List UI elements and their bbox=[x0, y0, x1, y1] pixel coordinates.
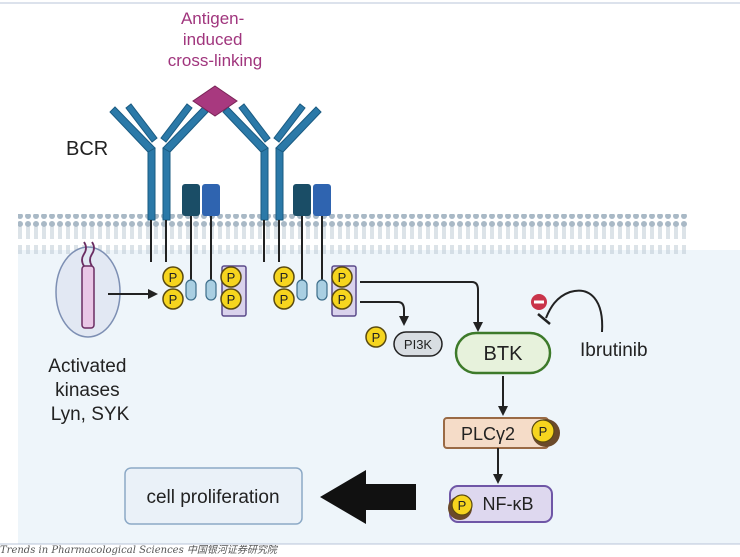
plcg2-phospho: P bbox=[539, 424, 548, 439]
phospho-8: P bbox=[331, 288, 353, 310]
ibrutinib-label: Ibrutinib bbox=[580, 340, 648, 361]
phospho-7: P bbox=[331, 266, 353, 288]
phospho-1: P bbox=[162, 266, 184, 288]
svg-text:P: P bbox=[227, 292, 236, 307]
activated-kinases-line-1: Activated bbox=[48, 356, 126, 377]
svg-text:P: P bbox=[169, 270, 178, 285]
phospho-4: P bbox=[220, 288, 242, 310]
bcr-receptor-right bbox=[222, 103, 322, 221]
svg-text:P: P bbox=[227, 270, 236, 285]
plcg2-node: PLCγ2 P bbox=[443, 417, 560, 449]
plasma-membrane bbox=[18, 214, 688, 254]
antigen bbox=[192, 85, 238, 117]
phospho-2: P bbox=[162, 288, 184, 310]
svg-text:P: P bbox=[338, 270, 347, 285]
phospho-6: P bbox=[273, 288, 295, 310]
bcr-label: BCR bbox=[66, 138, 108, 160]
itam-segments bbox=[185, 279, 328, 301]
activated-kinases-line-3: Lyn, SYK bbox=[51, 404, 130, 425]
nfkb-label: NF-κB bbox=[483, 494, 534, 514]
antigen-label-line-2: induced bbox=[183, 30, 243, 49]
antigen-label: Antigen- induced cross-linking bbox=[168, 9, 262, 70]
svg-text:P: P bbox=[280, 270, 289, 285]
bcr-receptor-left bbox=[109, 103, 209, 221]
svg-text:P: P bbox=[169, 292, 178, 307]
figure-source-footer: Trends in Pharmacological Sciences 中国银河证… bbox=[0, 545, 277, 556]
activated-kinases-shape bbox=[55, 241, 121, 338]
nfkb-node: NF-κB P bbox=[448, 485, 553, 523]
cell-proliferation-label: cell proliferation bbox=[146, 487, 279, 508]
antigen-label-line-1: Antigen- bbox=[181, 9, 244, 28]
pi3k-phospho: P bbox=[372, 330, 381, 345]
cell-proliferation-box: cell proliferation bbox=[124, 467, 303, 525]
arrow-to-btk bbox=[360, 281, 483, 332]
btk-label: BTK bbox=[484, 343, 524, 365]
antigen-label-line-3: cross-linking bbox=[168, 51, 262, 70]
big-arrow-to-proliferation bbox=[320, 470, 416, 524]
btk-node: BTK bbox=[454, 331, 552, 375]
phospho-5: P bbox=[273, 266, 295, 288]
ibrutinib-inhibition bbox=[531, 289, 604, 333]
activated-kinases-line-2: kinases bbox=[55, 380, 119, 401]
activated-kinases-label: Activated kinases Lyn, SYK bbox=[48, 356, 131, 425]
svg-text:P: P bbox=[338, 292, 347, 307]
pi3k-node: PI3K P bbox=[365, 326, 443, 357]
arrow-to-pi3k bbox=[360, 301, 409, 326]
plcg2-label: PLCγ2 bbox=[461, 424, 515, 444]
nfkb-phospho: P bbox=[458, 498, 467, 513]
pi3k-label: PI3K bbox=[404, 337, 433, 352]
bcr-stems bbox=[150, 220, 280, 262]
phospho-3: P bbox=[220, 266, 242, 288]
svg-text:P: P bbox=[280, 292, 289, 307]
phospho-groups: P P P P P P P P bbox=[162, 266, 353, 310]
